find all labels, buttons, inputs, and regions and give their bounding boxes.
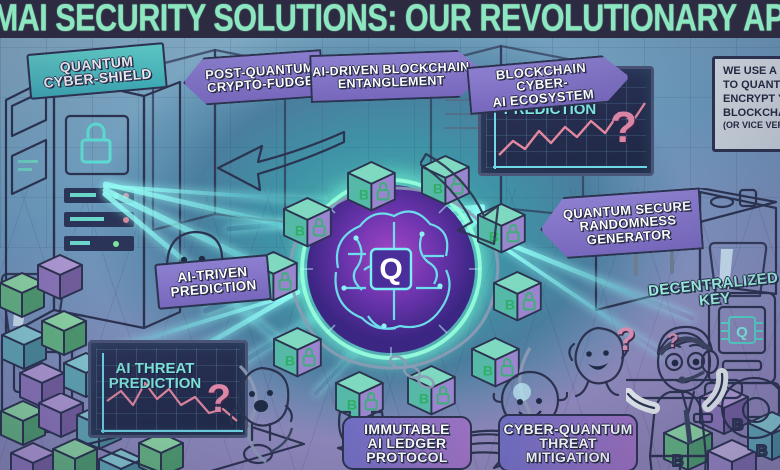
- whiteboard: WE USE A TO QUANT ENCRYPT Y BLOCKCHA (OR…: [712, 56, 780, 152]
- svg-text:B: B: [433, 180, 443, 196]
- purple-arrow-down-center: [420, 152, 500, 246]
- label-immutable-ai-ledger-protocol: IMMUTABLE AI LEDGER PROTOCOL: [342, 416, 472, 470]
- brain-chip-letter: Q: [379, 253, 402, 286]
- scattered-cubes-bottom-left: [0, 393, 184, 470]
- svg-text:B: B: [419, 390, 429, 406]
- question-mark-icon: ?: [667, 331, 679, 352]
- whiteboard-line: TO QUANT: [723, 79, 780, 92]
- quantum-brain-core: Q: [301, 179, 481, 359]
- ai-threat-prediction-monitor-bottom[interactable]: AI THREAT PREDICTION ?: [88, 340, 248, 438]
- question-mark-icon: ?: [206, 377, 231, 421]
- label-ai-driven-blockchain-entanglement: AI-DRIVEN BLOCKCHAIN ENTANGLEMENT: [309, 49, 487, 103]
- svg-text:B: B: [347, 396, 357, 412]
- blockchain-cube-ring: B B B: [249, 155, 542, 422]
- whiteboard-line: BLOCKCHA: [723, 107, 780, 120]
- office-worker-with-key: [626, 325, 780, 470]
- whiteboard-line: (OR VICE VER: [723, 120, 780, 131]
- green-arrow-left: [216, 130, 346, 192]
- question-mark-icon: ?: [616, 321, 636, 357]
- blob-tan-right: [568, 326, 629, 398]
- whiteboard-line: WE USE A: [723, 65, 777, 77]
- svg-text:B: B: [505, 296, 515, 312]
- svg-text:B: B: [756, 443, 768, 460]
- label-cyber-quantum-threat-mitigation: CYBER-QUANTUM THREAT MITIGATION: [498, 414, 638, 470]
- whiteboard-line: ENCRYPT Y: [723, 93, 780, 106]
- svg-text:B: B: [732, 417, 744, 434]
- infographic-illustration: Q: [0, 38, 780, 470]
- screen-title: AI THREAT PREDICTION: [108, 360, 202, 393]
- svg-text:B: B: [295, 222, 305, 238]
- page-title-bar: UANTUMAI SECURITY SOLUTIONS: OUR REVOLUT…: [0, 0, 780, 38]
- blob-purple-left: [229, 366, 293, 442]
- scattered-cubes-bottom-right: B B B: [663, 385, 780, 470]
- svg-text:B: B: [483, 362, 493, 378]
- svg-text:B: B: [359, 186, 369, 202]
- svg-text:B: B: [285, 352, 295, 368]
- svg-text:Q: Q: [736, 324, 748, 341]
- page-title: UANTUMAI SECURITY SOLUTIONS: OUR REVOLUT…: [0, 0, 780, 38]
- question-mark-icon: ?: [610, 103, 637, 152]
- label-quantum-secure-randomness-generator: QUANTUM SECURE RANDOMNESS GENERATOR: [538, 187, 704, 260]
